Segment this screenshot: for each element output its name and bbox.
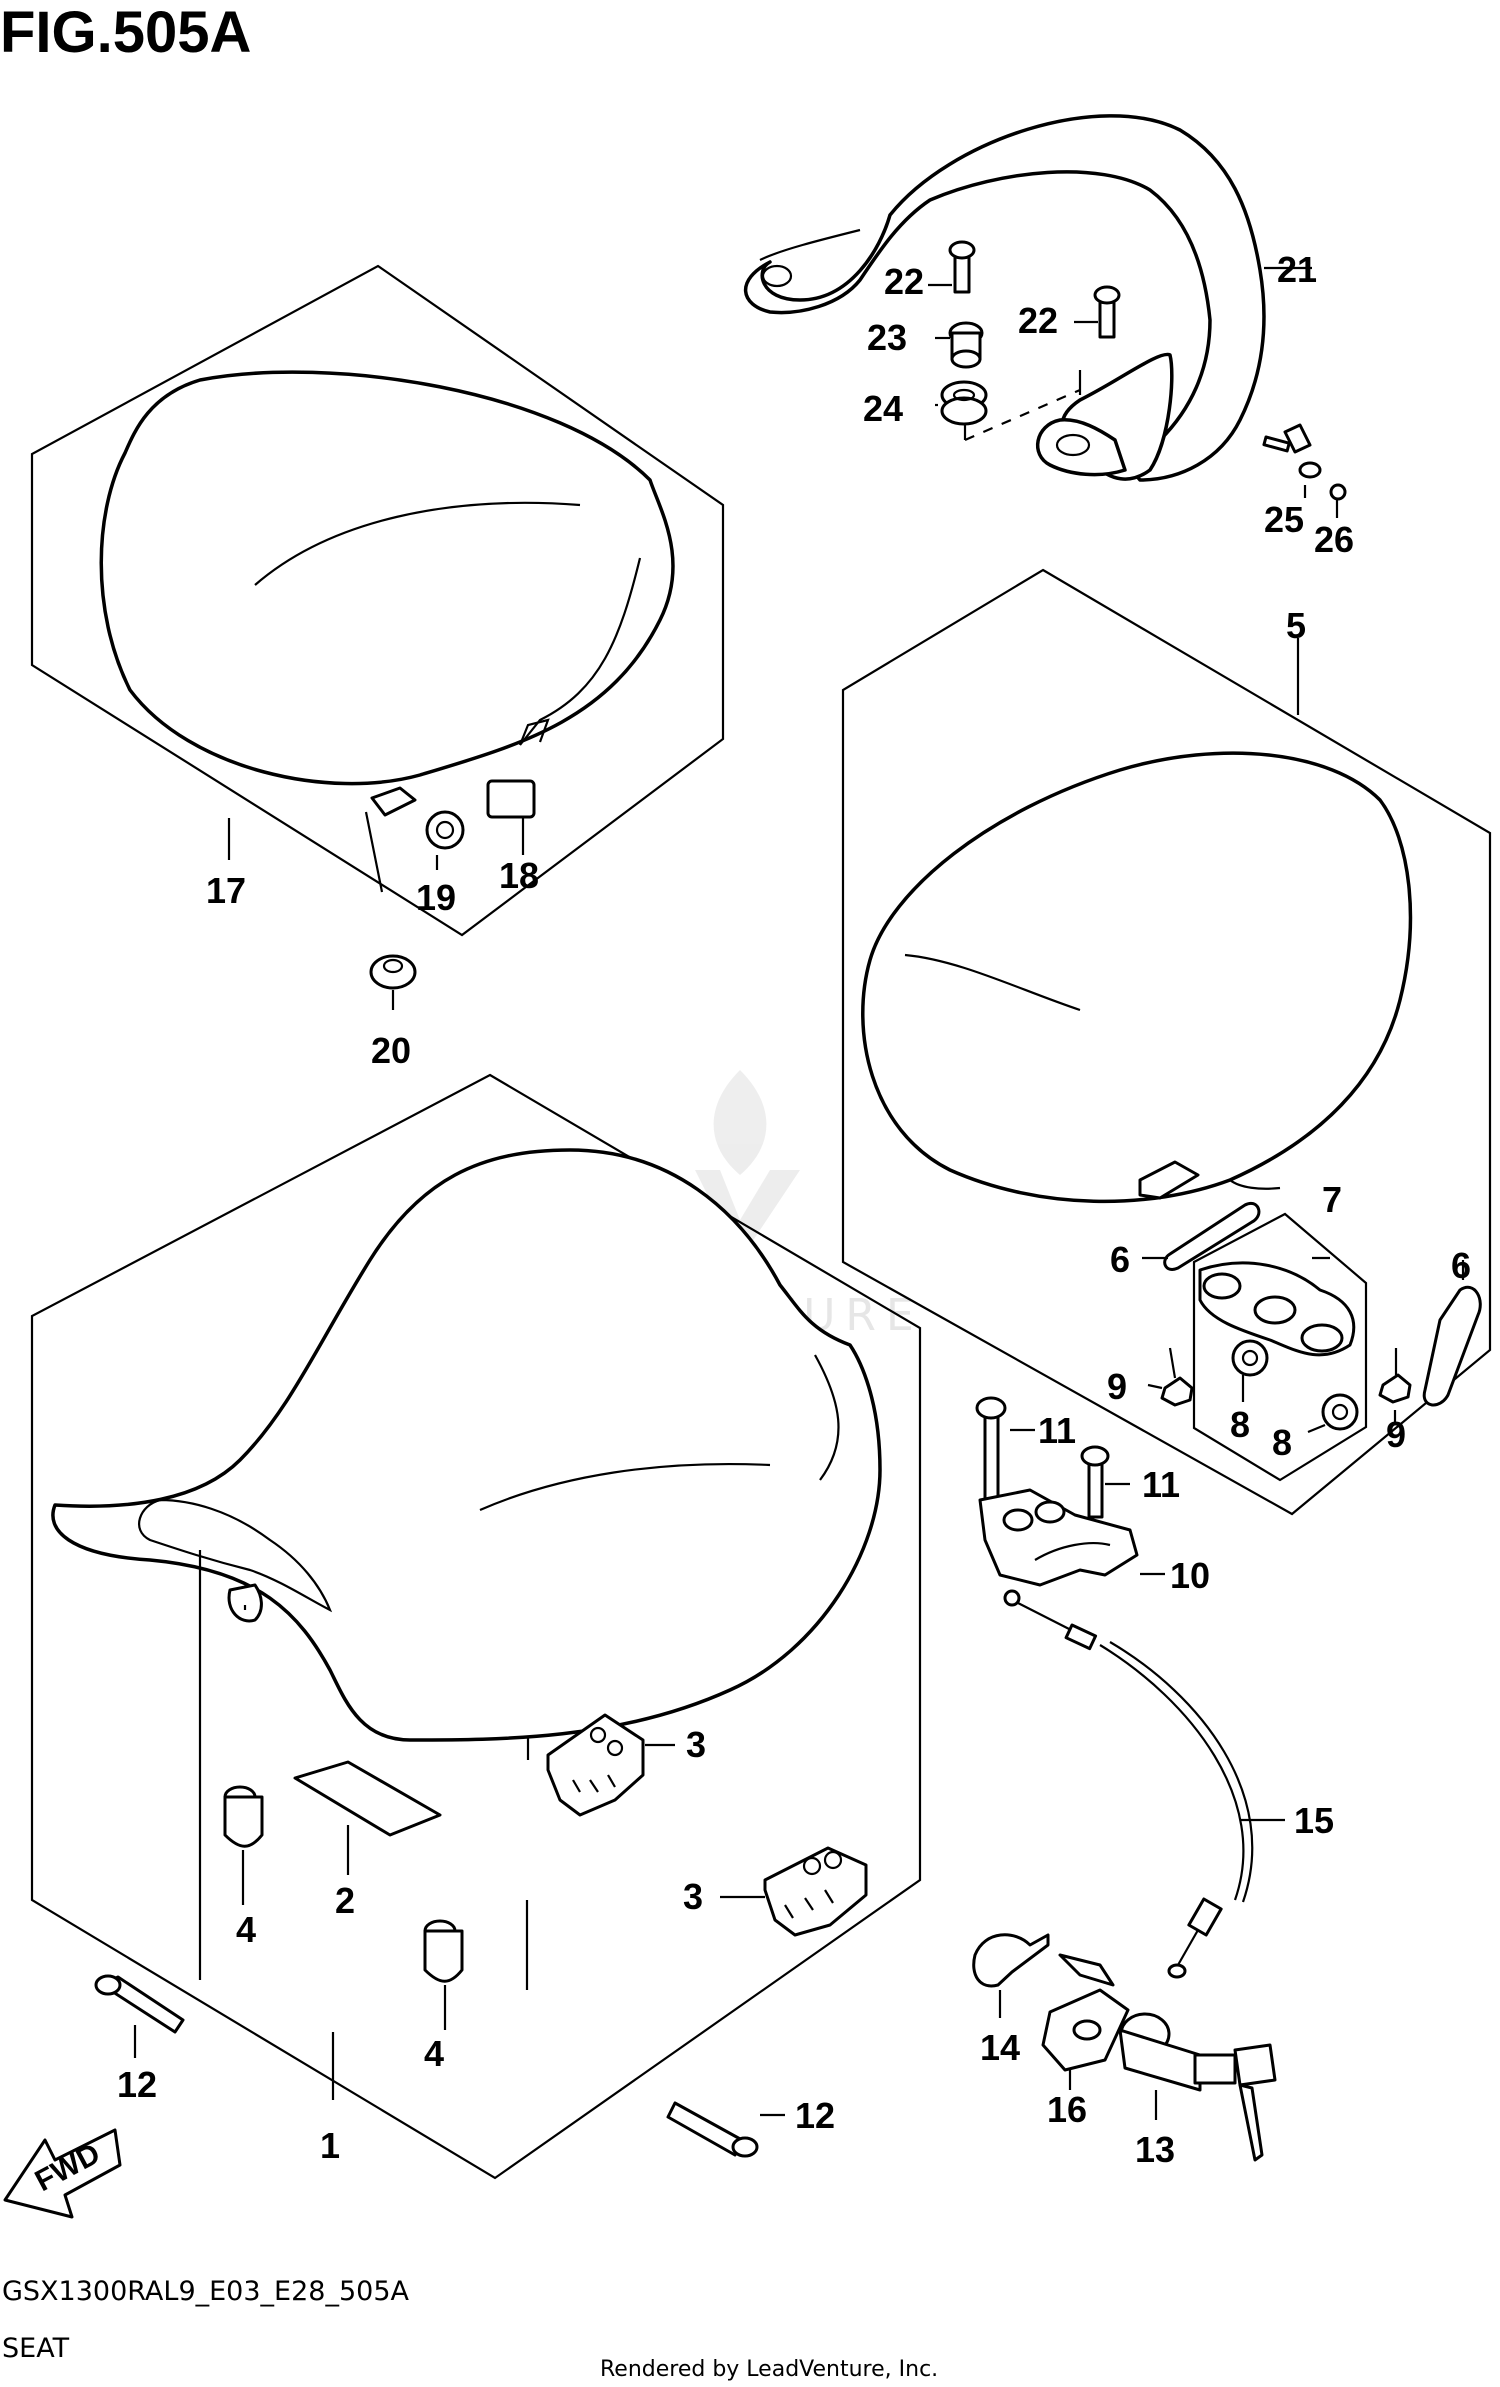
callout-14: 14 bbox=[980, 2027, 1020, 2068]
callout-8-left: 8 bbox=[1230, 1404, 1250, 1445]
callout-13: 13 bbox=[1135, 2129, 1175, 2170]
callout-25: 25 bbox=[1264, 499, 1304, 540]
callout-4-upper: 4 bbox=[236, 1909, 256, 1950]
section-name: SEAT bbox=[2, 2333, 70, 2364]
callout-19: 19 bbox=[416, 877, 456, 918]
callout-11-lower: 11 bbox=[1142, 1464, 1180, 1505]
callout-21: 21 bbox=[1277, 249, 1317, 290]
kit-box-5 bbox=[841, 568, 1492, 1516]
callout-22-right: 22 bbox=[1018, 300, 1058, 341]
callout-3-upper: 3 bbox=[686, 1724, 706, 1765]
callout-15: 15 bbox=[1294, 1800, 1334, 1841]
callout-20: 20 bbox=[371, 1030, 411, 1071]
callout-10: 10 bbox=[1170, 1555, 1210, 1596]
callout-9-left: 9 bbox=[1107, 1366, 1127, 1407]
callout-6-right: 6 bbox=[1451, 1245, 1471, 1286]
callout-5: 5 bbox=[1286, 605, 1306, 646]
callout-11-upper: 11 bbox=[1038, 1410, 1076, 1451]
callout-8-right: 8 bbox=[1272, 1422, 1292, 1463]
callout-23: 23 bbox=[867, 317, 907, 358]
kit-box-1 bbox=[30, 1073, 922, 2180]
callout-12-right: 12 bbox=[795, 2095, 835, 2136]
callout-6-left: 6 bbox=[1110, 1239, 1130, 1280]
callout-1: 1 bbox=[320, 2125, 340, 2166]
model-code: GSX1300RAL9_E03_E28_505A bbox=[2, 2276, 409, 2307]
fwd-arrow-icon: FWD bbox=[3, 2128, 122, 2219]
callout-2: 2 bbox=[335, 1880, 355, 1921]
callout-12-left: 12 bbox=[117, 2064, 157, 2105]
watermark-logo bbox=[695, 1070, 800, 1260]
callout-7: 7 bbox=[1322, 1179, 1342, 1220]
callout-4-lower: 4 bbox=[424, 2033, 444, 2074]
kit-box-17 bbox=[30, 264, 725, 1010]
callout-26: 26 bbox=[1314, 519, 1354, 560]
callout-22-left: 22 bbox=[884, 261, 924, 302]
callout-17: 17 bbox=[206, 870, 246, 911]
callout-24: 24 bbox=[863, 388, 903, 429]
grab-bar-assembly bbox=[743, 114, 1347, 518]
callout-18: 18 bbox=[499, 855, 539, 896]
figure-title: FIG.505A bbox=[0, 0, 251, 65]
callout-9-right: 9 bbox=[1386, 1414, 1406, 1455]
render-credit: Rendered by LeadVenture, Inc. bbox=[600, 2357, 938, 2382]
callout-3-lower: 3 bbox=[683, 1876, 703, 1917]
callout-16: 16 bbox=[1047, 2089, 1087, 2130]
seat-lock-assembly bbox=[972, 1396, 1285, 2162]
